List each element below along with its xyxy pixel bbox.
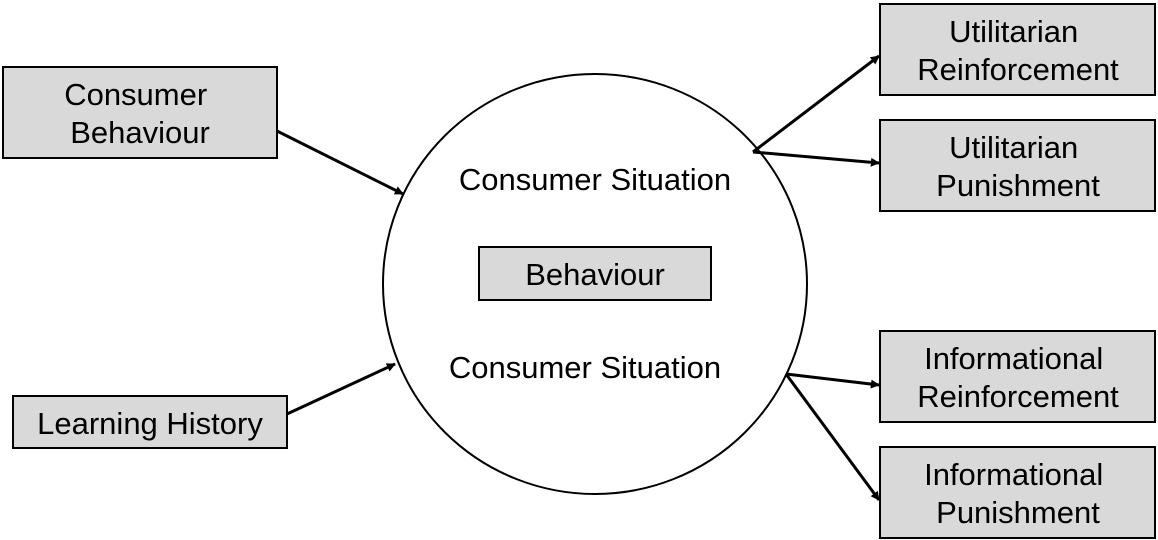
utilitarian-reinforcement-line-2: Reinforcement	[917, 52, 1119, 87]
utilitarian-punishment-label: Utilitarian Punishment	[936, 130, 1100, 203]
arrow-to-informational-punishment	[784, 373, 881, 501]
informational-punishment-node: Informational Punishment	[879, 446, 1156, 539]
consumer-behaviour-line-1: Consumer	[64, 77, 207, 112]
utilitarian-punishment-node: Utilitarian Punishment	[879, 119, 1156, 212]
arrow-to-informational-reinforcement	[785, 372, 880, 389]
consumer-behaviour-node: Consumer Behaviour	[2, 66, 278, 159]
informational-punishment-line-1: Informational	[924, 457, 1103, 492]
learning-history-label: Learning History	[37, 406, 263, 441]
utilitarian-reinforcement-label: Utilitarian Reinforcement	[917, 14, 1119, 87]
informational-reinforcement-line-2: Reinforcement	[917, 379, 1119, 414]
consumer-situation-bottom-label: Consumer Situation	[449, 350, 721, 385]
utilitarian-punishment-line-2: Punishment	[936, 168, 1100, 203]
behaviour-box	[478, 246, 712, 301]
informational-reinforcement-line-1: Informational	[924, 341, 1103, 376]
arrow-to-utilitarian-reinforcement	[752, 54, 880, 154]
informational-punishment-label: Informational Punishment	[924, 457, 1112, 530]
arrow-to-utilitarian-punishment	[752, 150, 880, 167]
informational-reinforcement-label: Informational Reinforcement	[917, 341, 1119, 414]
arrow-learning-history-to-situation	[286, 362, 396, 416]
informational-punishment-box	[879, 446, 1156, 539]
behaviour-label: Behaviour	[525, 257, 665, 292]
utilitarian-reinforcement-line-1: Utilitarian	[949, 14, 1078, 49]
learning-history-box	[12, 395, 288, 449]
utilitarian-reinforcement-box	[879, 3, 1156, 96]
consumer-behaviour-label: Consumer Behaviour	[64, 77, 216, 150]
learning-history-node: Learning History	[12, 395, 288, 449]
consumer-behaviour-box	[2, 66, 278, 159]
utilitarian-punishment-line-1: Utilitarian	[949, 130, 1078, 165]
consumer-situation-top-label: Consumer Situation	[459, 162, 731, 197]
behaviour-node: Behaviour	[478, 246, 712, 301]
utilitarian-punishment-box	[879, 119, 1156, 212]
utilitarian-reinforcement-node: Utilitarian Reinforcement	[879, 3, 1156, 96]
consumer-behaviour-line-2: Behaviour	[70, 115, 210, 150]
informational-punishment-line-2: Punishment	[936, 495, 1100, 530]
arrow-consumer-behaviour-to-situation	[276, 129, 404, 196]
informational-reinforcement-box	[879, 330, 1156, 423]
informational-reinforcement-node: Informational Reinforcement	[879, 330, 1156, 423]
